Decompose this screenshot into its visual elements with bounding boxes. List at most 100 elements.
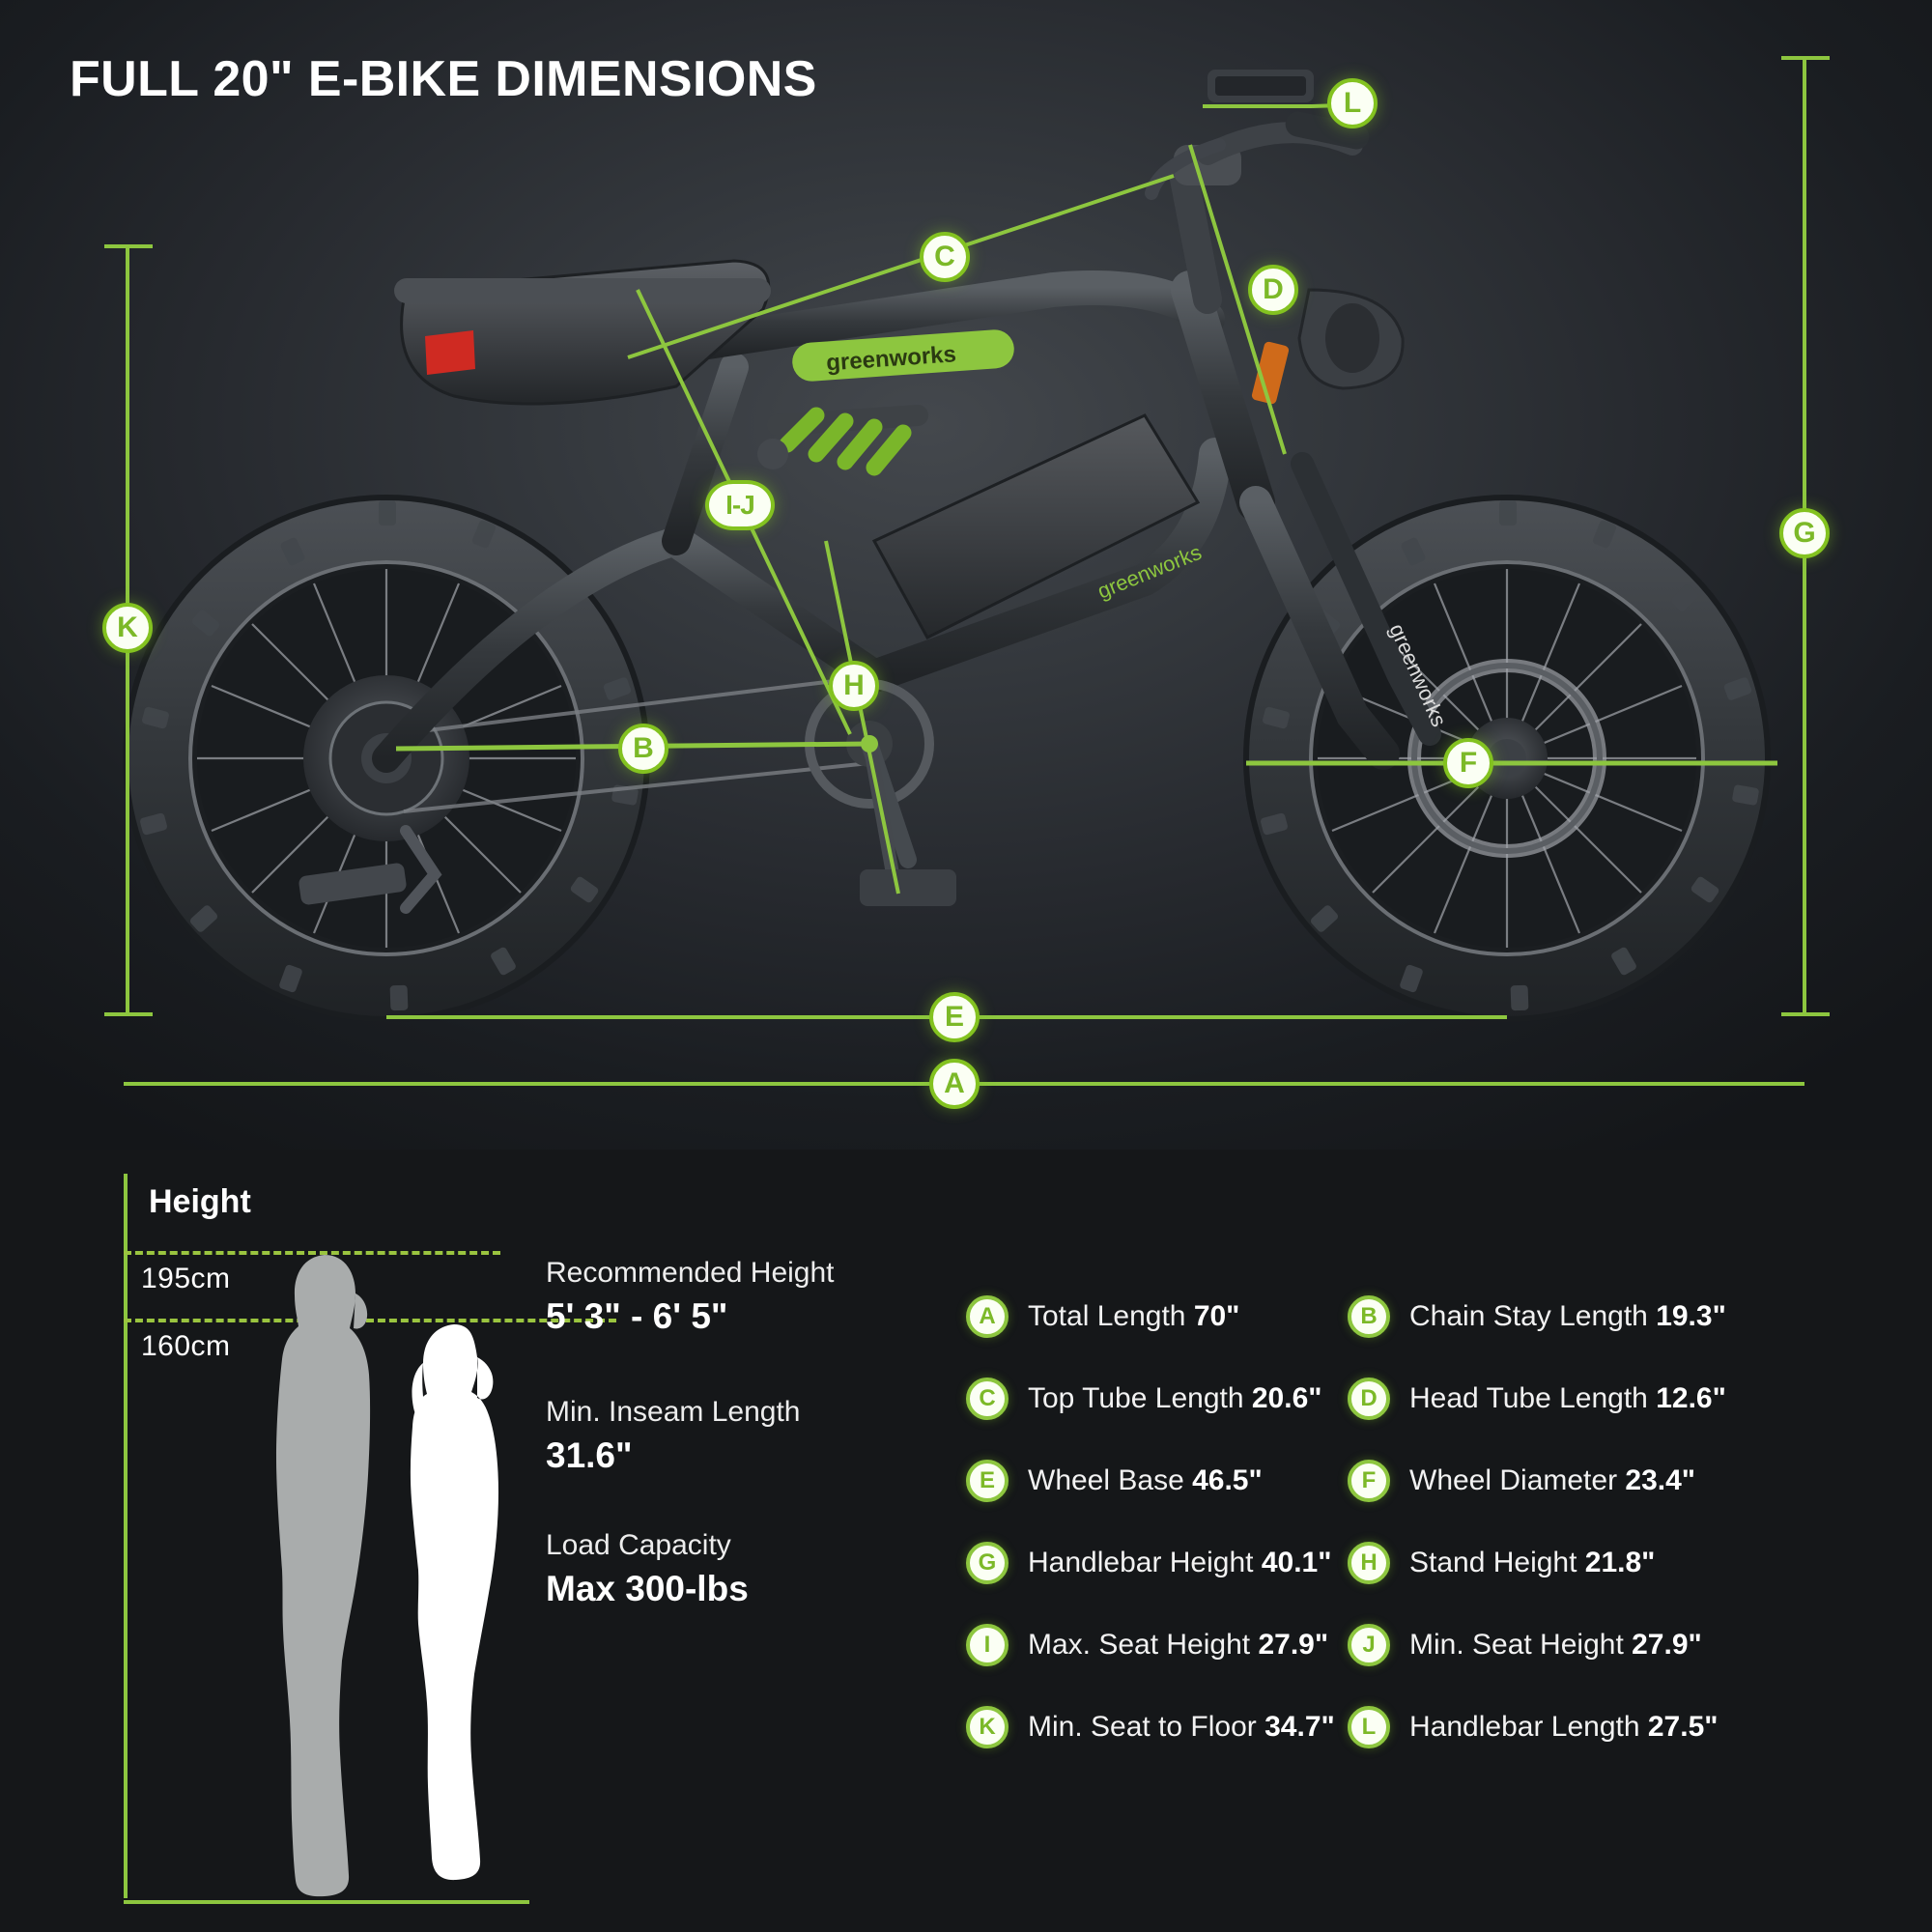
spec-item-A[interactable]: A Total Length 70" [966, 1275, 1338, 1357]
spec-item-G[interactable]: G Handlebar Height 40.1" [966, 1521, 1338, 1604]
spec-badge-K: K [966, 1705, 1009, 1748]
spec-label-K: Min. Seat to Floor [1028, 1710, 1257, 1743]
callout-badge-A[interactable]: A [929, 1059, 980, 1109]
spec-badge-H: H [1348, 1541, 1390, 1584]
spec-value-I: 27.9" [1258, 1628, 1329, 1661]
height-axis-vertical [124, 1174, 128, 1898]
callout-badge-B[interactable]: B [618, 724, 668, 774]
spec-value-H: 21.8" [1584, 1546, 1656, 1578]
spec-badge-L: L [1348, 1705, 1390, 1748]
callout-badge-C[interactable]: C [920, 232, 970, 282]
spec-text-C: Top Tube Length 20.6" [1028, 1382, 1322, 1415]
spec-item-L[interactable]: L Handlebar Length 27.5" [1348, 1686, 1850, 1768]
callout-badge-F[interactable]: F [1443, 738, 1493, 788]
spec-item-I[interactable]: I Max. Seat Height 27.9" [966, 1604, 1338, 1686]
height-chart-title: Height [149, 1183, 251, 1220]
spec-item-D[interactable]: D Head Tube Length 12.6" [1348, 1357, 1850, 1439]
spec-text-K: Min. Seat to Floor 34.7" [1028, 1711, 1335, 1744]
spec-badge-D: D [1348, 1377, 1390, 1420]
inseam-length-value: 31.6" [546, 1435, 633, 1475]
spec-text-B: Chain Stay Length 19.3" [1409, 1300, 1726, 1333]
height-tick-195 [124, 1251, 500, 1255]
spec-badge-I: I [966, 1623, 1009, 1666]
height-tick-160 [124, 1319, 616, 1322]
spec-value-L: 27.5" [1647, 1710, 1719, 1743]
female-silhouette [410, 1324, 498, 1881]
bike-frame: greenworks greenworks [298, 70, 1452, 914]
spec-label-C: Top Tube Length [1028, 1381, 1244, 1414]
callout-badge-H[interactable]: H [829, 661, 879, 711]
spec-item-H[interactable]: H Stand Height 21.8" [1348, 1521, 1850, 1604]
recommended-height-label: Recommended Height [546, 1257, 835, 1289]
callout-badge-E[interactable]: E [929, 992, 980, 1042]
callout-badge-L[interactable]: L [1327, 78, 1378, 128]
spec-text-A: Total Length 70" [1028, 1300, 1239, 1333]
spec-item-C[interactable]: C Top Tube Length 20.6" [966, 1357, 1338, 1439]
dimension-line-D [1188, 144, 1287, 455]
spec-value-J: 27.9" [1632, 1628, 1702, 1661]
spec-text-E: Wheel Base 46.5" [1028, 1464, 1263, 1497]
load-capacity-label: Load Capacity [546, 1529, 731, 1561]
spec-label-A: Total Length [1028, 1299, 1186, 1332]
male-silhouette [276, 1255, 371, 1897]
page-title: FULL 20" E-BIKE DIMENSIONS [70, 51, 817, 107]
spec-value-G: 40.1" [1261, 1546, 1332, 1578]
spec-label-J: Min. Seat Height [1409, 1628, 1624, 1661]
height-chart: Height 195cm 160cm [124, 1174, 665, 1904]
spec-value-D: 12.6" [1656, 1381, 1726, 1414]
spec-item-B[interactable]: B Chain Stay Length 19.3" [1348, 1275, 1850, 1357]
bike-diagram: greenworks greenworks [102, 56, 1830, 1109]
load-capacity-value: Max 300-lbs [546, 1568, 749, 1608]
spec-value-K: 34.7" [1264, 1710, 1335, 1743]
callout-badge-IJ[interactable]: I-J [705, 480, 775, 530]
spec-badge-G: G [966, 1541, 1009, 1584]
spec-badge-A: A [966, 1294, 1009, 1338]
spec-item-J[interactable]: J Min. Seat Height 27.9" [1348, 1604, 1850, 1686]
spec-text-L: Handlebar Length 27.5" [1409, 1711, 1719, 1744]
recommended-height-value: 5' 3" - 6' 5" [546, 1295, 728, 1336]
spec-text-D: Head Tube Length 12.6" [1409, 1382, 1726, 1415]
load-capacity-block: Load Capacity Max 300-lbs [546, 1526, 749, 1612]
dimension-line-H [824, 540, 900, 895]
front-wheel [1243, 495, 1771, 1022]
spec-label-H: Stand Height [1409, 1546, 1577, 1578]
spec-value-B: 19.3" [1656, 1299, 1726, 1332]
inseam-length-label: Min. Inseam Length [546, 1396, 801, 1428]
spec-value-E: 46.5" [1192, 1463, 1263, 1496]
spec-label-E: Wheel Base [1028, 1463, 1184, 1496]
bike-illustration-svg: greenworks greenworks [104, 56, 1830, 1086]
spec-badge-J: J [1348, 1623, 1390, 1666]
spec-text-G: Handlebar Height 40.1" [1028, 1547, 1331, 1579]
spec-value-A: 70" [1193, 1299, 1240, 1332]
spec-label-F: Wheel Diameter [1409, 1463, 1618, 1496]
frame-brand-sleeve: greenworks [792, 329, 1014, 382]
lower-section: Height 195cm 160cm Recommended Height 5'… [0, 1150, 1932, 1932]
height-axis-horizontal [124, 1900, 529, 1904]
callout-badge-D[interactable]: D [1248, 265, 1298, 315]
spec-value-C: 20.6" [1251, 1381, 1322, 1414]
spec-badge-B: B [1348, 1294, 1390, 1338]
recommended-height-block: Recommended Height 5' 3" - 6' 5" [546, 1254, 835, 1340]
inseam-length-block: Min. Inseam Length 31.6" [546, 1393, 800, 1479]
spec-item-K[interactable]: K Min. Seat to Floor 34.7" [966, 1686, 1338, 1768]
rear-shock [757, 405, 928, 476]
dimension-line-C [627, 174, 1175, 359]
spec-badge-F: F [1348, 1459, 1390, 1502]
spec-value-F: 23.4" [1625, 1463, 1696, 1496]
callout-badge-G[interactable]: G [1779, 508, 1830, 558]
spec-label-D: Head Tube Length [1409, 1381, 1648, 1414]
spec-text-J: Min. Seat Height 27.9" [1409, 1629, 1702, 1662]
spec-text-F: Wheel Diameter 23.4" [1409, 1464, 1695, 1497]
callout-badge-K[interactable]: K [102, 603, 153, 653]
spec-label-I: Max. Seat Height [1028, 1628, 1251, 1661]
spec-badge-E: E [966, 1459, 1009, 1502]
height-tick-label-160: 160cm [141, 1330, 231, 1362]
height-tick-label-195: 195cm [141, 1263, 231, 1294]
spec-text-H: Stand Height 21.8" [1409, 1547, 1655, 1579]
spec-label-B: Chain Stay Length [1409, 1299, 1648, 1332]
spec-item-E[interactable]: E Wheel Base 46.5" [966, 1439, 1338, 1521]
spec-list: A Total Length 70" B Chain Stay Length 1… [966, 1275, 1913, 1768]
spec-text-I: Max. Seat Height 27.9" [1028, 1629, 1328, 1662]
spec-item-F[interactable]: F Wheel Diameter 23.4" [1348, 1439, 1850, 1521]
